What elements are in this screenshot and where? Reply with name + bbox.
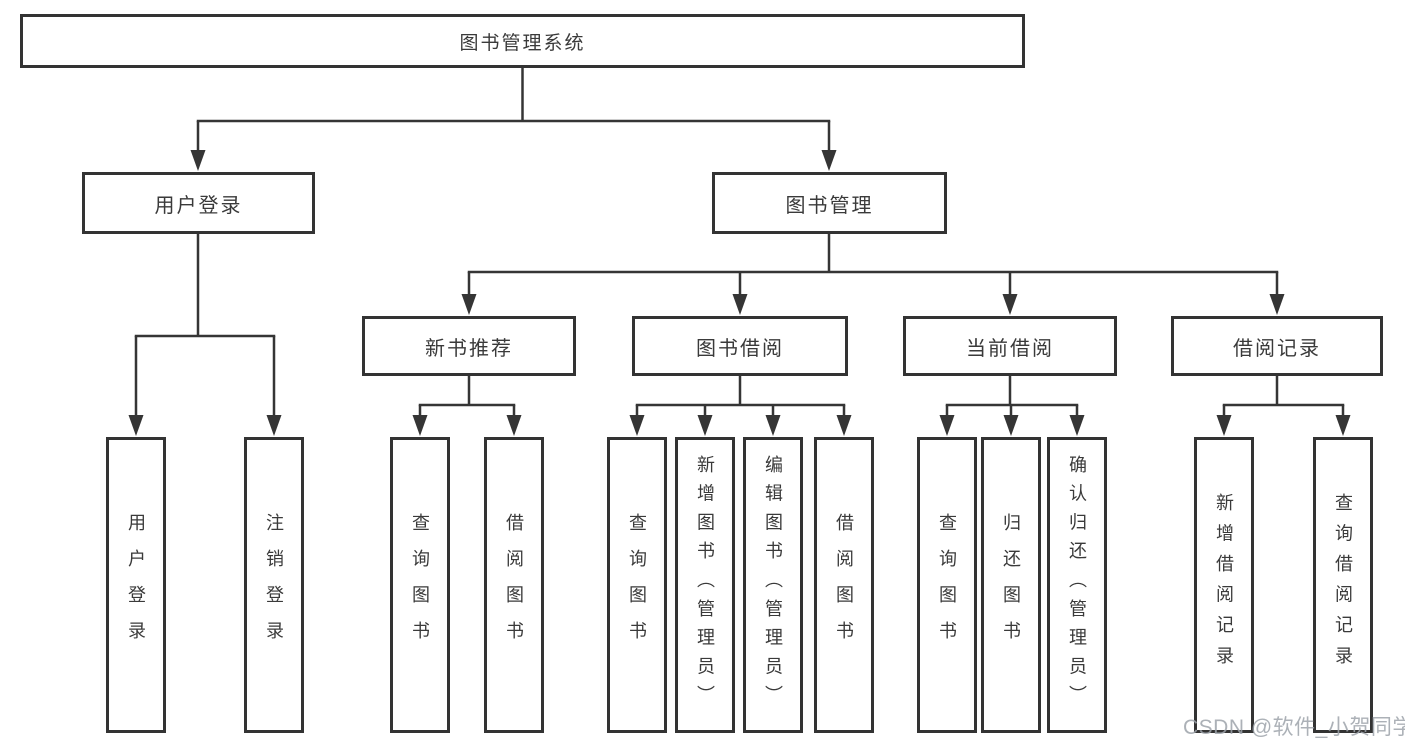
leaf-confirm-return-admin: 确认归还（管理员）: [1047, 437, 1107, 733]
connector-book-management-to-level3: [461, 234, 1285, 315]
node-library-system: 图书管理系统: [20, 14, 1025, 68]
leaf-query-books-3: 查询图书: [917, 437, 977, 733]
leaf-borrow-books-1: 借阅图书: [484, 437, 544, 733]
leaf-edit-book-admin: 编辑图书（管理员）: [743, 437, 803, 733]
leaf-add-book-admin: 新增图书（管理员）: [675, 437, 735, 733]
node-book-borrowing: 图书借阅: [632, 316, 848, 376]
leaf-user-login: 用户登录: [106, 437, 166, 733]
leaf-logout: 注销登录: [244, 437, 304, 733]
leaf-query-borrow-record: 查询借阅记录: [1313, 437, 1373, 733]
node-user-login: 用户登录: [82, 172, 315, 234]
connector-user-login-to-leaves: [128, 234, 282, 436]
connector-borrowing-records-to-leaves: [1216, 376, 1351, 436]
connector-root-to-level2: [190, 68, 837, 171]
leaf-borrow-books-2: 借阅图书: [814, 437, 874, 733]
leaf-query-books-1: 查询图书: [390, 437, 450, 733]
node-current-borrowing: 当前借阅: [903, 316, 1117, 376]
connector-new-book-recommend-to-leaves: [412, 376, 522, 436]
leaf-return-book: 归还图书: [981, 437, 1041, 733]
node-book-management: 图书管理: [712, 172, 947, 234]
leaf-add-borrow-record: 新增借阅记录: [1194, 437, 1254, 733]
connector-book-borrowing-to-leaves: [629, 376, 852, 436]
csdn-watermark: CSDN @软件_小贺同学: [1183, 716, 1405, 739]
leaf-query-books-2: 查询图书: [607, 437, 667, 733]
node-new-book-recommend: 新书推荐: [362, 316, 576, 376]
node-borrowing-records: 借阅记录: [1171, 316, 1383, 376]
connector-current-borrowing-to-leaves: [939, 376, 1085, 436]
